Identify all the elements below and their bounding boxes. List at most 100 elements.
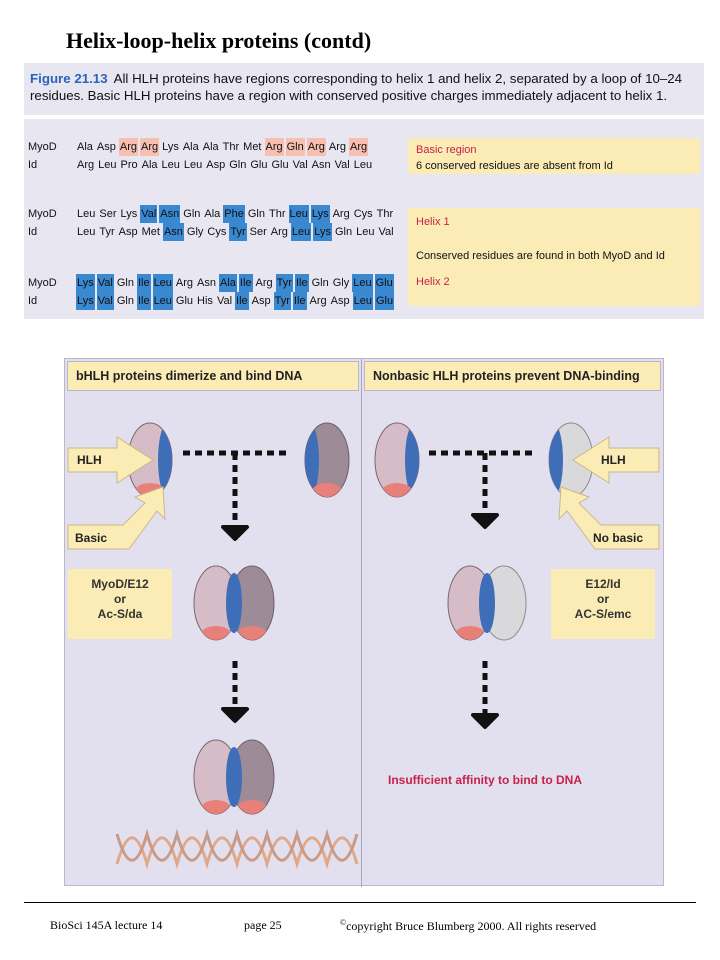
no-basic-label: No basic — [593, 531, 644, 545]
basic-region-title: Basic region — [416, 144, 477, 156]
residue: Gln — [334, 226, 353, 238]
left-box-line-2: or — [114, 592, 126, 606]
helix1-label: Helix 1 — [416, 216, 450, 228]
residue: Leu — [77, 208, 96, 220]
residue: Glu — [175, 295, 194, 307]
left-dimerization-arrow — [183, 450, 291, 709]
conserved-basic-residue: Gln — [285, 138, 305, 156]
sequence-label: Id — [28, 159, 38, 171]
figure-number: Figure 21.13 — [30, 71, 108, 86]
left-arrowhead-2 — [221, 707, 249, 723]
right-arrowhead-1 — [471, 513, 499, 529]
sequence-label: MyoD — [28, 208, 57, 220]
residue: Ala — [182, 141, 199, 153]
conserved-helix-residue: Ile — [292, 292, 307, 310]
residue: Glu — [271, 159, 289, 171]
conserved-helix-residue: Asn — [159, 205, 181, 223]
residue: Val — [292, 159, 308, 171]
conserved-helix-residue: Glu — [374, 274, 394, 292]
conserved-helix-residue: Val — [96, 292, 114, 310]
conserved-helix-residue: Ile — [235, 292, 249, 310]
residue: Leu — [356, 226, 375, 238]
copyright-symbol: © — [340, 918, 347, 927]
nonbasic-dimer — [447, 565, 527, 641]
conserved-text: Conserved residues are found in both Myo… — [416, 250, 665, 262]
footer-page: page 25 — [244, 918, 282, 932]
basic-region-note: Basic region 6 conserved residues are ab… — [408, 138, 700, 174]
residue: Asp — [96, 141, 116, 153]
conserved-basic-residue: Arg — [349, 138, 369, 156]
basic-arrow — [67, 486, 166, 550]
conserved-helix-residue: Ile — [136, 292, 151, 310]
residue: Ser — [249, 226, 267, 238]
residue: Met — [243, 141, 262, 153]
residue: Thr — [269, 208, 286, 220]
conserved-helix-residue: Asn — [162, 223, 184, 241]
footer-copyright: ©copyright Bruce Blumberg 2000. All righ… — [340, 918, 596, 934]
insufficient-affinity-text: Insufficient affinity to bind to DNA — [388, 773, 582, 787]
residue: Gln — [311, 277, 329, 289]
sequence-label: Id — [28, 295, 38, 307]
helix-note: Helix 1 Conserved residues are found in … — [408, 208, 700, 306]
residue: Leu — [353, 159, 373, 171]
conserved-helix-residue: Leu — [152, 292, 173, 310]
conserved-basic-residue: Arg — [306, 138, 326, 156]
conserved-helix-residue: Leu — [152, 274, 173, 292]
right-arrowhead-2 — [471, 713, 499, 729]
footer-rule — [24, 902, 696, 903]
residue: Asp — [206, 159, 226, 171]
residue: Val — [216, 295, 233, 307]
basic-region-text: 6 conserved residues are absent from Id — [416, 160, 613, 172]
residue: Val — [378, 226, 394, 238]
conserved-helix-residue: Val — [140, 205, 158, 223]
conserved-helix-residue: Lys — [313, 223, 332, 241]
conserved-helix-residue: Leu — [288, 205, 309, 223]
hlh-left-arrow — [67, 436, 154, 484]
residue: Ser — [99, 208, 117, 220]
bhlh-monomer-right-panel — [374, 422, 420, 498]
residue: Leu — [98, 159, 117, 171]
residue: Ala — [141, 159, 158, 171]
residue: His — [197, 295, 213, 307]
residue: Val — [334, 159, 350, 171]
dimerization-diagram: bHLH proteins dimerize and bind DNA Nonb… — [64, 358, 664, 887]
residue: Glu — [250, 159, 268, 171]
residue: Arg — [332, 208, 350, 220]
residue: Arg — [175, 277, 194, 289]
residue: Gln — [247, 208, 265, 220]
residue: Asn — [311, 159, 331, 171]
conserved-helix-residue: Leu — [352, 274, 373, 292]
residue: Arg — [328, 141, 346, 153]
left-box-line-3: Ac-S/da — [97, 607, 143, 621]
conserved-helix-residue: Ile — [294, 274, 309, 292]
right-dimer-label-box: E12/Id or AC-S/emc — [551, 569, 655, 639]
residue: Ala — [202, 141, 219, 153]
conserved-helix-residue: Tyr — [273, 292, 291, 310]
residue: Cys — [207, 226, 227, 238]
page-title: Helix-loop-helix proteins (contd) — [66, 28, 372, 53]
right-box-line-3: AC-S/emc — [574, 607, 632, 621]
conserved-basic-residue: Arg — [118, 138, 138, 156]
conserved-helix-residue: Leu — [290, 223, 312, 241]
conserved-helix-residue: Phe — [223, 205, 245, 223]
residue: Leu — [77, 226, 96, 238]
residue: Gln — [183, 208, 201, 220]
hlh-left-label: HLH — [77, 453, 102, 467]
residue: Ala — [204, 208, 221, 220]
footer-course: BioSci 145A lecture 14 — [50, 918, 163, 932]
residue: Ala — [77, 141, 93, 153]
residue: Asp — [330, 295, 350, 307]
residue: Gly — [332, 277, 350, 289]
caption-text: All HLH proteins have regions correspond… — [30, 71, 683, 103]
right-dimerization-arrow — [429, 450, 537, 715]
conserved-helix-residue: Tyr — [275, 274, 293, 292]
conserved-helix-residue: Val — [96, 274, 114, 292]
copyright-text: copyright Bruce Blumberg 2000. All right… — [346, 919, 597, 933]
residue: Thr — [222, 141, 240, 153]
residue: Asn — [197, 277, 217, 289]
sequence-label: Id — [28, 226, 38, 238]
